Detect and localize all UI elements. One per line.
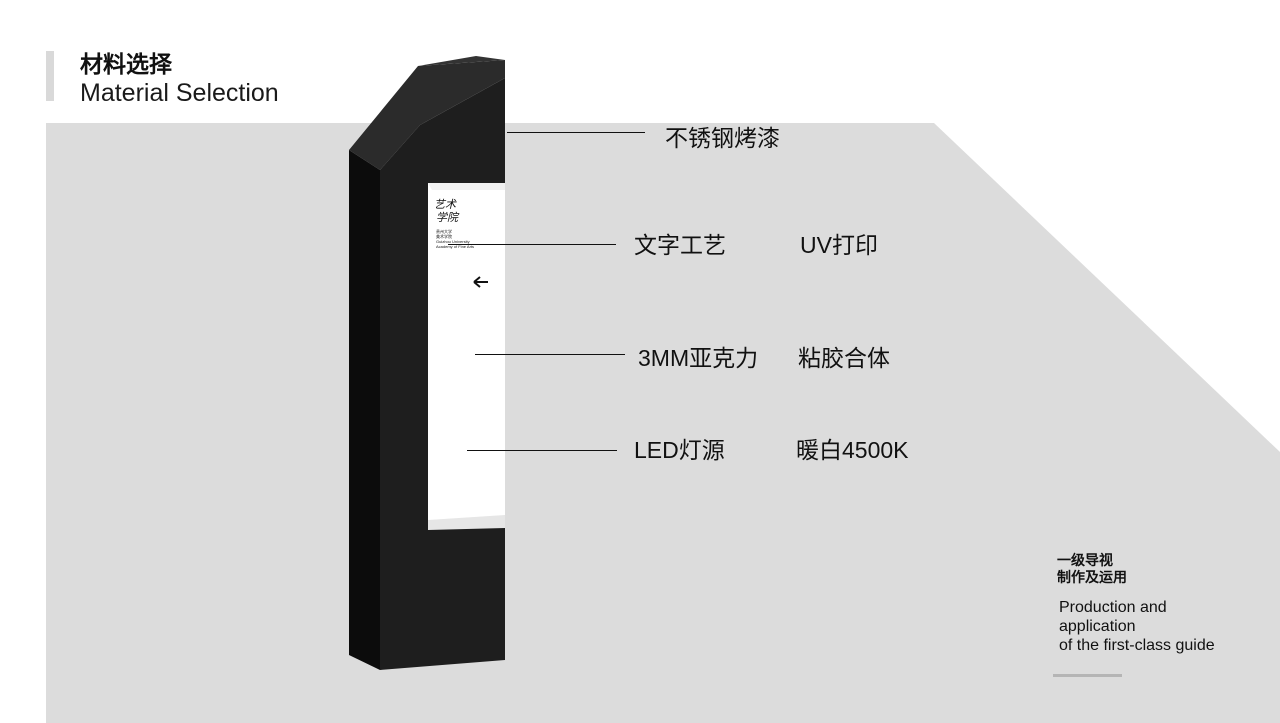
callout-label-1: 不锈钢烤漆 — [665, 125, 780, 151]
side-note-en-line3: of the first-class guide — [1059, 637, 1215, 654]
callout-label-2: 文字工艺 — [634, 232, 726, 258]
title-accent-bar — [46, 51, 54, 101]
callout-value-4: 暖白4500K — [796, 437, 909, 463]
side-note-en-line1: Production and — [1059, 599, 1167, 616]
callout-line-1 — [507, 132, 645, 133]
side-note-en: Production and application of the first-… — [1059, 598, 1215, 655]
sign-light-panel — [428, 183, 505, 528]
sign-side-face — [349, 150, 380, 670]
sign-emblem-line2: 学院 — [436, 211, 458, 224]
callout-line-3 — [475, 354, 625, 355]
side-note-en-line2: application — [1059, 618, 1136, 635]
sign-emblem-line1: 艺术 — [434, 198, 456, 211]
callout-label-4: LED灯源 — [634, 437, 725, 463]
sign-text-en2: Academy of Fine Arts — [436, 244, 475, 249]
callout-value-2: UV打印 — [800, 232, 878, 258]
callout-line-4 — [467, 450, 617, 451]
callout-value-3: 粘胶合体 — [798, 345, 890, 371]
arrow-left-icon — [473, 276, 488, 288]
side-note-cn-line1: 一级导视 — [1057, 552, 1113, 568]
sign-text-cn1: 贵州大学 — [436, 229, 452, 234]
page-title-cn: 材料选择 — [80, 51, 172, 77]
callout-line-2 — [448, 244, 616, 245]
side-note-cn: 一级导视 制作及运用 — [1057, 552, 1127, 586]
callout-label-3: 3MM亚克力 — [638, 345, 759, 371]
side-note-cn-line2: 制作及运用 — [1057, 569, 1127, 585]
page-title-en: Material Selection — [80, 79, 279, 107]
sign-text-en1: Guizhou University — [436, 239, 470, 244]
side-note-bar — [1053, 674, 1122, 677]
sign-top-bevel — [349, 60, 505, 170]
sign-text-cn2: 美术学院 — [436, 234, 452, 239]
